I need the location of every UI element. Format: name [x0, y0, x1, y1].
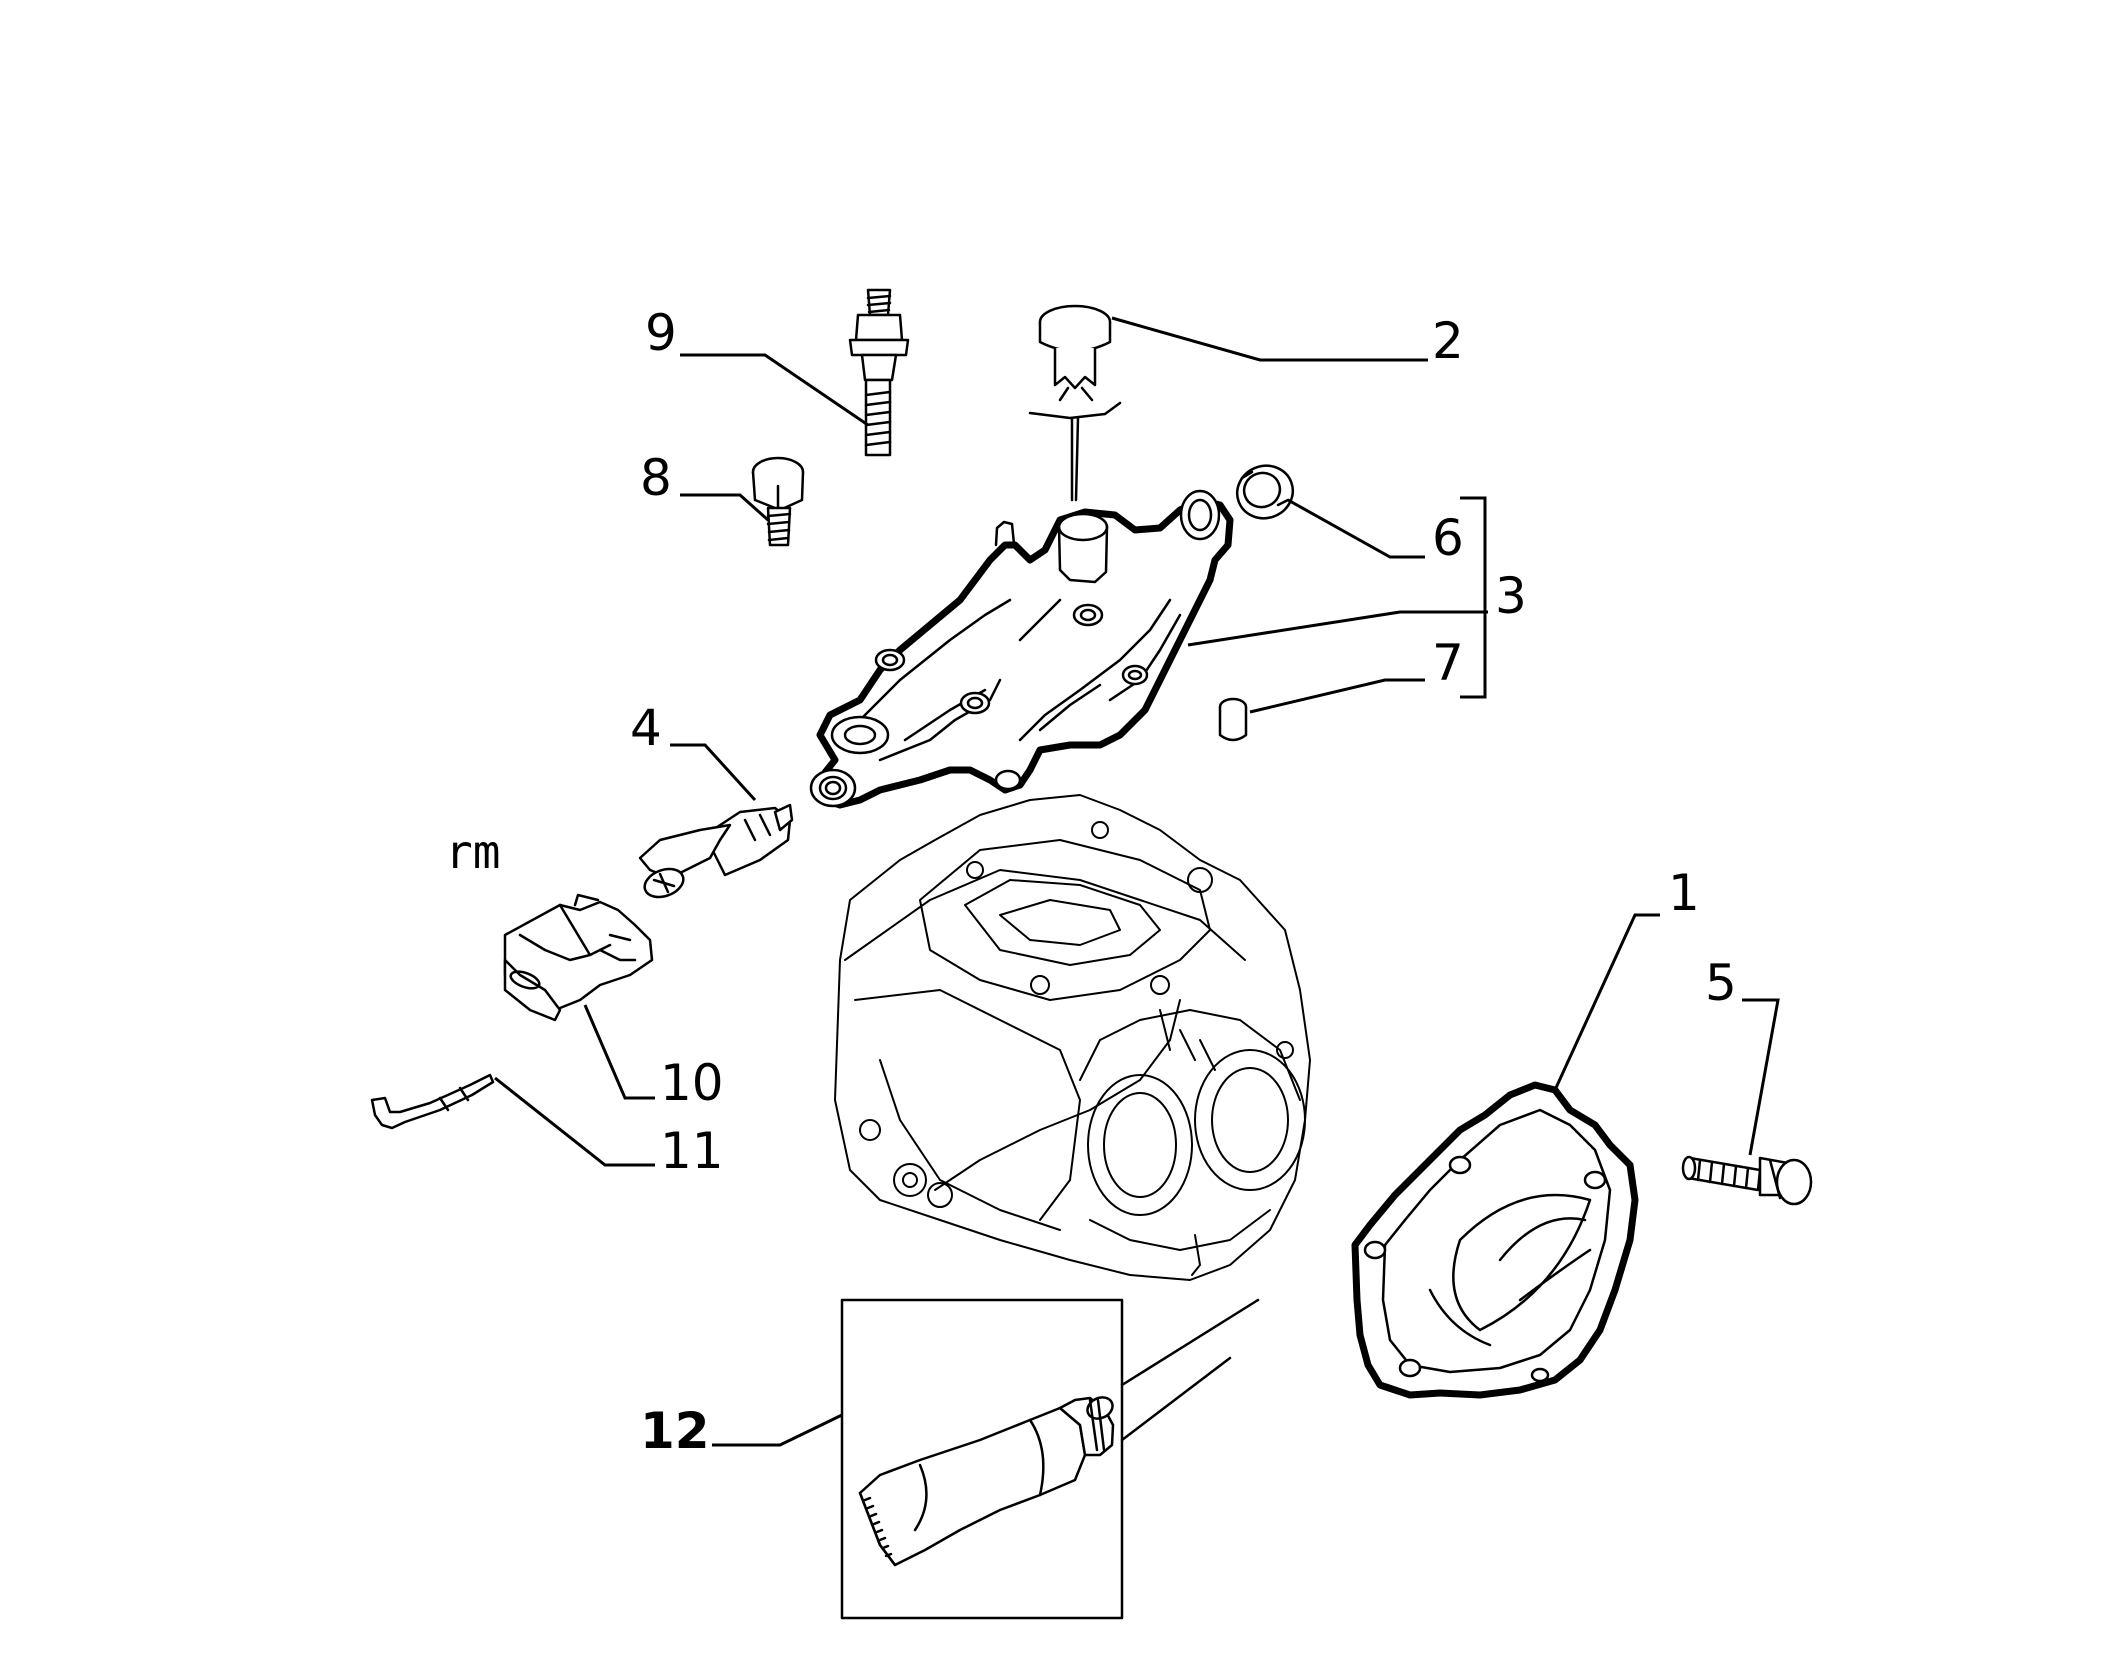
part-11-terminal — [370, 1073, 495, 1130]
leader-9 — [680, 353, 869, 427]
part-8-bolt — [751, 456, 805, 547]
callout-label-9: 9 — [645, 304, 677, 362]
leader-3 — [1187, 610, 1488, 647]
leader-12 — [712, 1413, 843, 1447]
callout-label-11: 11 — [660, 1122, 724, 1180]
leader-10 — [583, 1004, 655, 1100]
part-12-sealant-tube — [840, 1298, 1260, 1620]
part-5-bolt — [1681, 1155, 1813, 1206]
callout-label-12: 12 — [640, 1402, 710, 1460]
callout-label-1: 1 — [1668, 864, 1700, 922]
gearbox-housing-outline — [834, 794, 1311, 1281]
callout-label-7: 7 — [1432, 634, 1464, 692]
bracket-3 — [1460, 496, 1487, 699]
leader-11 — [494, 1076, 655, 1167]
part-7-bushing — [1218, 697, 1248, 742]
callout-label-3: 3 — [1495, 567, 1527, 625]
part-1-side-cover — [1351, 1081, 1639, 1399]
part-9-stud-bolt — [848, 288, 910, 457]
leader-1 — [1553, 913, 1660, 1091]
leader-7 — [1249, 678, 1425, 714]
leader-4 — [670, 743, 757, 802]
leader-8 — [680, 493, 769, 522]
leader-lines — [494, 316, 1780, 1447]
note-label-rm: rm — [445, 825, 500, 879]
callout-labels: 1 2 3 4 5 6 7 8 9 10 11 12 rm — [445, 304, 1737, 1460]
part-10-connector — [503, 893, 654, 1022]
callout-label-2: 2 — [1432, 312, 1464, 370]
part-6-seal-ring — [1235, 464, 1295, 520]
part-4-sensor — [638, 803, 794, 899]
leader-5 — [1742, 998, 1780, 1156]
part-3-cover-housing — [809, 489, 1234, 809]
callout-label-5: 5 — [1705, 954, 1737, 1012]
callout-label-10: 10 — [660, 1054, 724, 1112]
leader-2 — [1111, 316, 1428, 362]
part-2-plug — [1028, 304, 1122, 502]
callout-label-6: 6 — [1432, 509, 1464, 567]
callout-label-8: 8 — [640, 449, 672, 507]
leader-6 — [1287, 498, 1425, 559]
callout-label-4: 4 — [630, 699, 662, 757]
